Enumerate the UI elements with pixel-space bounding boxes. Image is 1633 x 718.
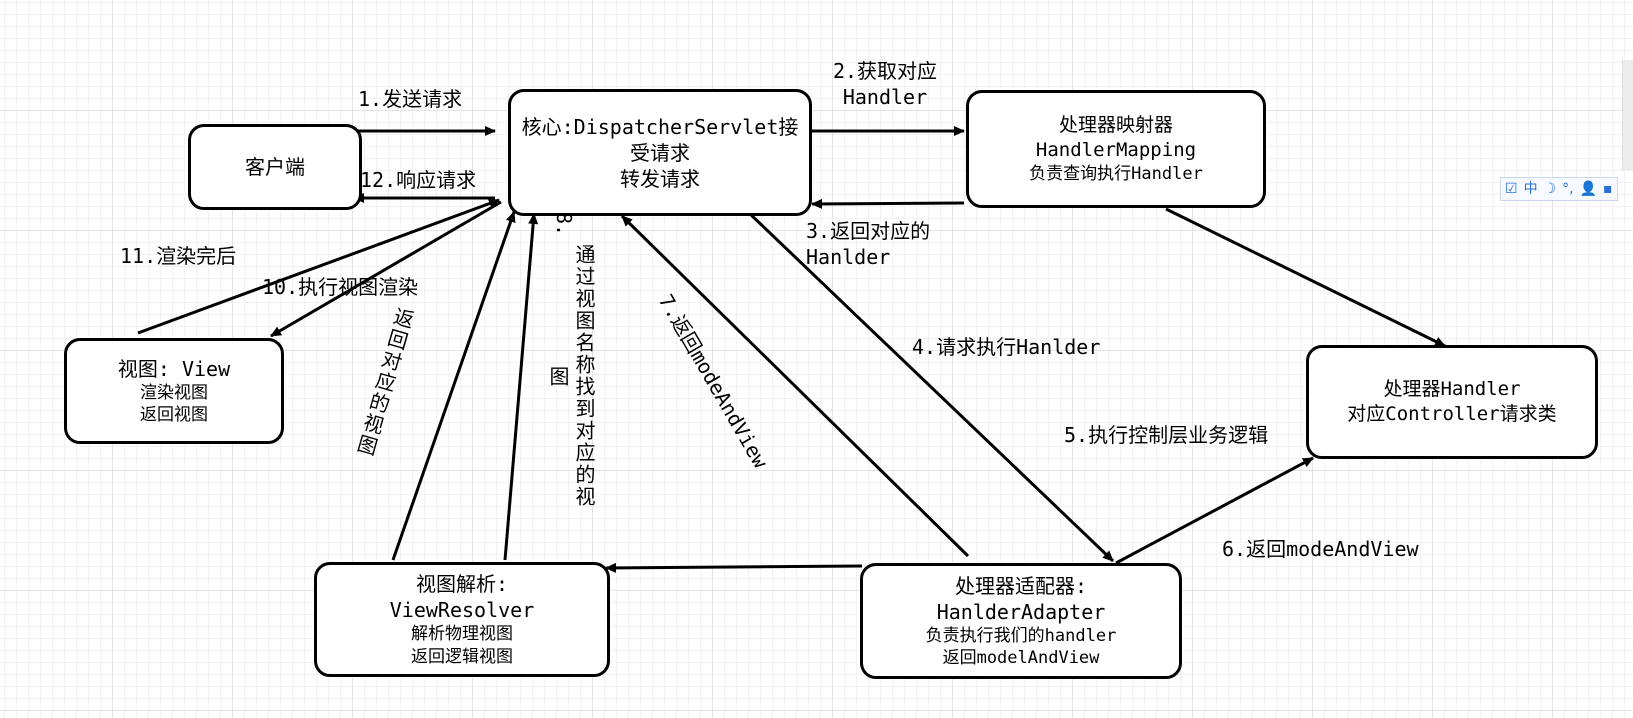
node-adapter-line1: 处理器适配器: — [954, 573, 1088, 598]
edge-label-5: 5.执行控制层业务逻辑 — [1064, 423, 1269, 447]
edge-8-find-view — [503, 213, 539, 561]
node-adapter-line2: HanlderAdapter — [936, 599, 1106, 624]
node-dispatcher-servlet: 核心:DispatcherServlet接 受请求 转发请求 — [508, 89, 812, 216]
node-view: 视图: View 渲染视图 返回视图 — [64, 338, 284, 444]
edge-11-render-done — [137, 198, 500, 335]
node-view-line2: 渲染视图 — [140, 382, 208, 403]
node-handler-line1: 处理器Handler — [1383, 378, 1521, 401]
edge-label-2-line1: 2.获取对应 — [832, 59, 938, 83]
edge-label-3-line1: 3.返回对应的 — [806, 219, 931, 243]
edge-label-3-line2: Hanlder — [806, 245, 891, 269]
edge-label-11: 11.渲染完后 — [120, 244, 237, 268]
edge-label-4: 4.请求执行Hanlder — [912, 335, 1101, 359]
node-handler-line2: 对应Controller请求类 — [1347, 403, 1557, 425]
node-resolver-line2: ViewResolver — [389, 598, 535, 623]
node-client: 客户端 — [188, 124, 362, 210]
node-handler-mapping: 处理器映射器 HandlerMapping 负责查询执行Handler — [966, 90, 1266, 208]
edge-9-return-view — [391, 211, 516, 561]
node-view-resolver: 视图解析: ViewResolver 解析物理视图 返回逻辑视图 — [314, 562, 610, 677]
edge-label-6: 6.返回modeAndView — [1222, 537, 1419, 561]
edge-adapter-to-resolver — [605, 562, 863, 573]
vertical-scrollbar[interactable] — [1622, 60, 1633, 170]
node-client-label: 客户端 — [245, 155, 305, 179]
moon-icon[interactable]: ☽ — [1543, 181, 1557, 197]
user-icon[interactable]: 👤 — [1579, 181, 1598, 197]
edge-label-3: 3.返回对应的 Hanlder — [806, 218, 930, 270]
edge-label-12: 12.响应请求 — [360, 168, 477, 192]
edge-7-return-model — [620, 214, 970, 558]
language-toggle-button[interactable]: 中 — [1523, 181, 1538, 197]
node-dispatcher-line3: 转发请求 — [620, 166, 700, 191]
node-mapping-line3: 负责查询执行Handler — [1029, 163, 1203, 184]
node-dispatcher-line1: 核心:DispatcherServlet接 — [521, 114, 799, 139]
more-icon[interactable]: ▪ — [1603, 181, 1613, 197]
edge-4-execute-handler — [746, 210, 1115, 563]
edge-label-8-column2: 图 — [546, 366, 570, 388]
node-handler-adapter: 处理器适配器: HanlderAdapter 负责执行我们的handler 返回… — [860, 563, 1182, 679]
edge-10-render-view — [270, 200, 502, 338]
node-adapter-line3: 负责执行我们的handler — [925, 625, 1117, 646]
node-resolver-line1: 视图解析: — [415, 572, 509, 597]
node-mapping-line1: 处理器映射器 — [1058, 114, 1173, 137]
node-view-line3: 返回视图 — [140, 405, 208, 425]
node-resolver-line4: 返回逻辑视图 — [411, 646, 513, 667]
node-resolver-line3: 解析物理视图 — [411, 624, 513, 645]
node-view-line1: 视图: View — [117, 356, 231, 381]
ime-toolbar[interactable]: ☑ 中 ☽ °, 👤 ▪ — [1500, 177, 1618, 201]
edge-label-8-number: 8. — [552, 212, 576, 237]
edge-5-execute-controller — [1115, 456, 1314, 565]
edge-mapping-to-handler — [1165, 207, 1446, 348]
edge-label-8-column1: 通过视图名称找到对应的视 — [572, 244, 596, 508]
checkbox-icon[interactable]: ☑ — [1505, 181, 1518, 197]
node-mapping-line2: HandlerMapping — [1035, 138, 1197, 161]
edge-label-1: 1.发送请求 — [358, 87, 463, 111]
punctuation-icon[interactable]: °, — [1562, 181, 1574, 197]
node-dispatcher-line2: 受请求 — [630, 140, 690, 165]
node-handler: 处理器Handler 对应Controller请求类 — [1306, 345, 1598, 459]
edge-3-return-handler — [811, 198, 965, 209]
edge-label-10: 10.执行视图渲染 — [262, 275, 419, 299]
node-adapter-line4: 返回modelAndView — [942, 648, 1100, 668]
edge-label-2: 2.获取对应 Handler — [820, 58, 950, 110]
edge-label-2-line2: Handler — [842, 85, 928, 109]
